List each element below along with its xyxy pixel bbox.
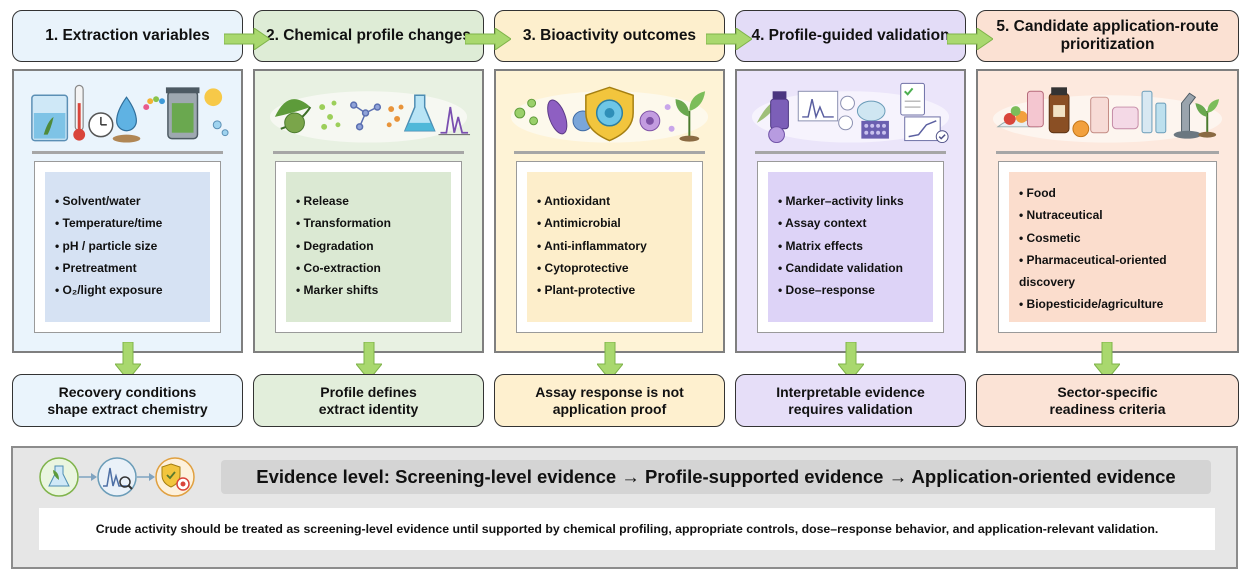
evidence-icons xyxy=(37,454,215,500)
step-4-panel: Marker–activity links Assay context Matr… xyxy=(735,69,966,353)
step-4-list: Marker–activity links Assay context Matr… xyxy=(768,172,933,322)
step-4-list-frame: Marker–activity links Assay context Matr… xyxy=(757,161,944,333)
step-3-list: Antioxidant Antimicrobial Anti-inflammat… xyxy=(527,172,692,322)
list-item: Anti-inflammatory xyxy=(537,235,684,257)
application-products-icon xyxy=(988,77,1227,147)
list-item: Pharmaceutical-oriented discovery xyxy=(1019,249,1198,294)
list-item: Assay context xyxy=(778,212,925,234)
flow-arrow-3-4 xyxy=(706,28,752,50)
step-1-list-frame: Solvent/water Temperature/time pH / part… xyxy=(34,161,221,333)
down-arrow-1 xyxy=(115,342,141,380)
step-5-panel: Food Nutraceutical Cosmetic Pharmaceutic… xyxy=(976,69,1239,353)
list-item: pH / particle size xyxy=(55,235,202,257)
list-item: Release xyxy=(296,190,443,212)
shield-target-icon xyxy=(155,457,195,497)
step-2-title: 2. Chemical profile changes xyxy=(265,27,471,44)
list-item: Nutraceutical xyxy=(1019,204,1198,226)
list-item: Marker shifts xyxy=(296,279,443,301)
flow-arrow-2-3 xyxy=(465,28,511,50)
step-1-outcome: Recovery conditions shape extract chemis… xyxy=(12,374,243,427)
down-arrow-4 xyxy=(838,342,864,380)
step-4-header: 4. Profile-guided validation xyxy=(735,10,966,62)
chromatogram-magnifier-icon xyxy=(97,457,137,497)
step-5-divider xyxy=(996,151,1219,154)
step-2-divider xyxy=(273,151,464,154)
step-5-title: 5. Candidate application-route prioritiz… xyxy=(996,18,1219,53)
list-item: Dose–response xyxy=(778,279,925,301)
step-2-list: Release Transformation Degradation Co-ex… xyxy=(286,172,451,322)
step-3-header: 3. Bioactivity outcomes xyxy=(494,10,725,62)
step-2-outcome: Profile defines extract identity xyxy=(253,374,484,427)
down-arrow-2 xyxy=(356,342,382,380)
step-1-title: 1. Extraction variables xyxy=(45,27,210,44)
list-item: Co-extraction xyxy=(296,257,443,279)
chemical-profile-icon xyxy=(265,77,472,147)
step-1-header: 1. Extraction variables xyxy=(12,10,243,62)
plant-flask-icon xyxy=(39,457,79,497)
step-1-panel: Solvent/water Temperature/time pH / part… xyxy=(12,69,243,353)
step-5-list-frame: Food Nutraceutical Cosmetic Pharmaceutic… xyxy=(998,161,1217,333)
step-2-header: 2. Chemical profile changes xyxy=(253,10,484,62)
step-5-list: Food Nutraceutical Cosmetic Pharmaceutic… xyxy=(1009,172,1206,322)
step-1-list: Solvent/water Temperature/time pH / part… xyxy=(45,172,210,322)
step-3-outcome: Assay response is not application proof xyxy=(494,374,725,427)
step-2-list-frame: Release Transformation Degradation Co-ex… xyxy=(275,161,462,333)
step-4-title: 4. Profile-guided validation xyxy=(751,27,950,44)
list-item: Antioxidant xyxy=(537,190,684,212)
flow-arrow-4-5 xyxy=(947,28,993,50)
list-item: Matrix effects xyxy=(778,235,925,257)
step-1-outcome-text: Recovery conditions shape extract chemis… xyxy=(47,383,208,417)
list-item: Food xyxy=(1019,182,1198,204)
list-item: Biopesticide/agriculture xyxy=(1019,293,1198,315)
extraction-lab-icon xyxy=(24,77,231,147)
step-5-outcome: Sector-specific readiness criteria xyxy=(976,374,1239,427)
evidence-panel: Evidence level: Screening-level evidence… xyxy=(11,446,1238,569)
list-item: Temperature/time xyxy=(55,212,202,234)
list-item: Marker–activity links xyxy=(778,190,925,212)
step-3-outcome-text: Assay response is not application proof xyxy=(535,383,684,417)
step-3-title: 3. Bioactivity outcomes xyxy=(522,27,697,44)
list-item: Degradation xyxy=(296,235,443,257)
list-item: Cosmetic xyxy=(1019,227,1198,249)
evidence-level-title: Evidence level: Screening-level evidence… xyxy=(221,460,1211,494)
list-item: Plant-protective xyxy=(537,279,684,301)
step-1-divider xyxy=(32,151,223,154)
step-5-header: 5. Candidate application-route prioritiz… xyxy=(976,10,1239,62)
step-4-outcome-text: Interpretable evidence requires validati… xyxy=(776,383,925,417)
flow-arrow-1-2 xyxy=(224,28,270,50)
step-3-divider xyxy=(514,151,705,154)
step-2-outcome-text: Profile defines extract identity xyxy=(318,383,419,417)
step-4-outcome: Interpretable evidence requires validati… xyxy=(735,374,966,427)
list-item: Cytoprotective xyxy=(537,257,684,279)
list-item: O₂/light exposure xyxy=(55,279,202,301)
list-item: Solvent/water xyxy=(55,190,202,212)
step-4-divider xyxy=(755,151,946,154)
list-item: Transformation xyxy=(296,212,443,234)
step-2-panel: Release Transformation Degradation Co-ex… xyxy=(253,69,484,353)
step-3-list-frame: Antioxidant Antimicrobial Anti-inflammat… xyxy=(516,161,703,333)
list-item: Candidate validation xyxy=(778,257,925,279)
evidence-note: Crude activity should be treated as scre… xyxy=(39,508,1215,550)
bioactivity-icon xyxy=(506,77,713,147)
validation-icon xyxy=(747,77,954,147)
list-item: Antimicrobial xyxy=(537,212,684,234)
down-arrow-3 xyxy=(597,342,623,380)
list-item: Pretreatment xyxy=(55,257,202,279)
step-5-outcome-text: Sector-specific readiness criteria xyxy=(1049,383,1166,417)
down-arrow-5 xyxy=(1094,342,1120,380)
step-3-panel: Antioxidant Antimicrobial Anti-inflammat… xyxy=(494,69,725,353)
